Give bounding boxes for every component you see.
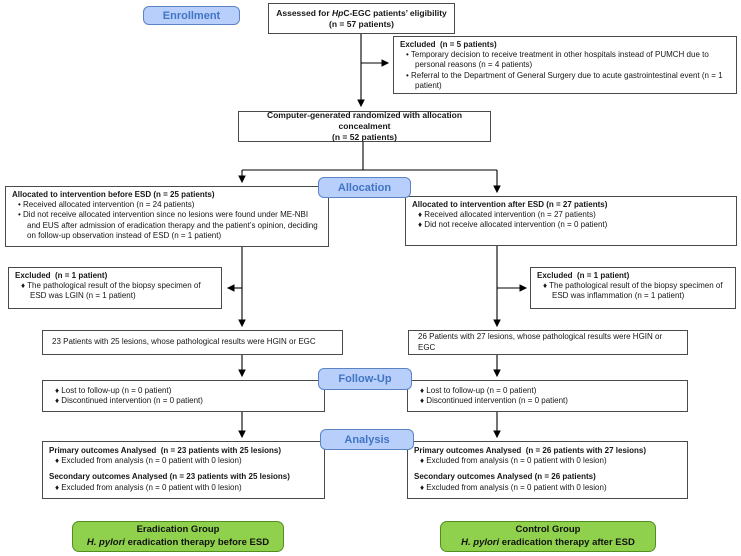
allocation-right-title: Allocated to intervention after ESD (n =… bbox=[412, 200, 608, 209]
allocation-right-bullet-2: ♦ Did not receive allocated intervention… bbox=[418, 220, 608, 230]
h-pylori-italic: H. pylori bbox=[86, 536, 125, 548]
stage-label-followup: Follow-Up bbox=[318, 368, 412, 390]
randomized-box: Computer-generated randomized with alloc… bbox=[238, 110, 491, 142]
pathology-right-box: 26 Patients with 27 lesions, whose patho… bbox=[408, 330, 688, 355]
allocation-left-title: Allocated to intervention before ESD (n … bbox=[12, 190, 215, 199]
assessed-n: (n = 57 patients) bbox=[329, 18, 394, 29]
h-pylori-italic: H. pylori bbox=[461, 536, 500, 548]
excluded-top-bullet-1: • Temporary decision to receive treatmen… bbox=[406, 50, 709, 70]
randomized-line1: Computer-generated randomized with alloc… bbox=[266, 110, 463, 132]
allocation-left-bullet-2: • Did not receive allocated intervention… bbox=[18, 210, 318, 240]
analysis-right-primary-title: Primary outcomes Analysed (n = 26 patien… bbox=[414, 446, 646, 455]
excluded-left-title: Excluded (n = 1 patient) bbox=[15, 271, 108, 280]
pathology-left-box: 23 Patients with 25 lesions, whose patho… bbox=[42, 330, 343, 355]
analysis-right-box: Primary outcomes Analysed (n = 26 patien… bbox=[407, 441, 688, 499]
randomized-line2: (n = 52 patients) bbox=[332, 131, 397, 142]
stage-label-enrollment: Enrollment bbox=[143, 6, 240, 25]
excluded-right-title: Excluded (n = 1 patient) bbox=[537, 271, 630, 280]
text-segment: C-EGC patients’ eligibility bbox=[343, 7, 447, 18]
excluded-top-title: Excluded (n = 5 patients) bbox=[400, 40, 497, 49]
eradication-group-box: Eradication Group H. pylori eradication … bbox=[72, 521, 284, 552]
assessed-line1: Assessed for HpC-EGC patients’ eligibili… bbox=[275, 8, 448, 19]
analysis-right-secondary-bullet: ♦ Excluded from analysis (n = 0 patient … bbox=[420, 482, 607, 492]
excluded-top-box: Excluded (n = 5 patients) • Temporary de… bbox=[393, 36, 737, 94]
followup-right-bullet-2: ♦ Discontinued intervention (n = 0 patie… bbox=[420, 396, 568, 405]
eradication-group-title: Eradication Group bbox=[136, 523, 220, 535]
followup-left-box: ♦ Lost to follow-up (n = 0 patient) ♦ Di… bbox=[42, 380, 325, 412]
analysis-left-secondary-bullet: ♦ Excluded from analysis (n = 0 patient … bbox=[55, 482, 242, 492]
followup-left-bullet-1: ♦ Lost to follow-up (n = 0 patient) bbox=[55, 385, 172, 395]
excluded-left-bullet-1: ♦ The pathological result of the biopsy … bbox=[21, 281, 201, 301]
allocation-right-box: Allocated to intervention after ESD (n =… bbox=[405, 196, 737, 246]
analysis-left-box: Primary outcomes Analysed (n = 23 patien… bbox=[42, 441, 325, 499]
eradication-group-subtitle: H. pylori eradication therapy before ESD bbox=[73, 537, 283, 550]
text-segment: Assessed for bbox=[276, 7, 332, 18]
text-segment: eradication therapy after ESD bbox=[499, 536, 635, 548]
analysis-left-secondary-title: Secondary outcomes Analysed (n = 23 pati… bbox=[49, 472, 290, 482]
followup-right-bullet-1: ♦ Lost to follow-up (n = 0 patient) bbox=[420, 385, 537, 395]
text-segment: eradication therapy before ESD bbox=[124, 536, 270, 548]
pathology-right-text: 26 Patients with 27 lesions, whose patho… bbox=[418, 332, 663, 352]
followup-right-box: ♦ Lost to follow-up (n = 0 patient) ♦ Di… bbox=[407, 380, 688, 412]
allocation-left-box: Allocated to intervention before ESD (n … bbox=[5, 186, 329, 247]
allocation-right-bullet-1: ♦ Received allocated intervention (n = 2… bbox=[418, 210, 596, 220]
analysis-right-primary-bullet: ♦ Excluded from analysis (n = 0 patient … bbox=[420, 456, 607, 466]
analysis-left-primary-bullet: ♦ Excluded from analysis (n = 0 patient … bbox=[55, 456, 242, 466]
pathology-left-text: 23 Patients with 25 lesions, whose patho… bbox=[52, 337, 316, 347]
followup-left-bullet-2: ♦ Discontinued intervention (n = 0 patie… bbox=[55, 396, 203, 405]
excluded-right-box: Excluded (n = 1 patient) ♦ The pathologi… bbox=[530, 267, 736, 309]
control-group-box: Control Group H. pylori eradication ther… bbox=[440, 521, 656, 552]
analysis-left-primary-title: Primary outcomes Analysed (n = 23 patien… bbox=[49, 446, 281, 455]
stage-label-allocation: Allocation bbox=[318, 177, 411, 198]
analysis-right-secondary-title: Secondary outcomes Analysed (n = 26 pati… bbox=[414, 472, 596, 482]
hp-italic: Hp bbox=[331, 7, 344, 18]
excluded-right-bullet-1: ♦ The pathological result of the biopsy … bbox=[543, 281, 723, 301]
assessed-eligibility-box: Assessed for HpC-EGC patients’ eligibili… bbox=[268, 3, 455, 34]
excluded-top-bullet-2: • Referral to the Department of General … bbox=[406, 70, 723, 90]
control-group-title: Control Group bbox=[515, 523, 581, 535]
excluded-left-box: Excluded (n = 1 patient) ♦ The pathologi… bbox=[8, 267, 222, 309]
allocation-left-bullet-1: • Received allocated intervention (n = 2… bbox=[18, 200, 195, 210]
stage-label-analysis: Analysis bbox=[320, 429, 414, 450]
control-group-subtitle: H. pylori eradication therapy after ESD bbox=[441, 537, 655, 550]
